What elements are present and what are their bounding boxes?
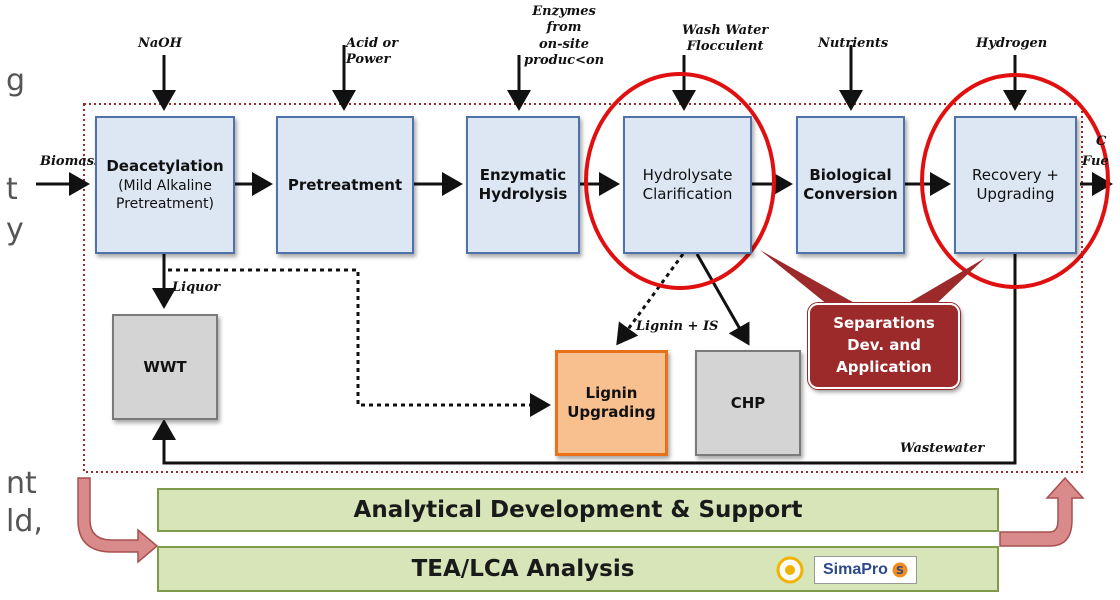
c-label: C: [1096, 134, 1107, 149]
enzymatic-hydrolysis-box[interactable]: Enzymatic Hydrolysis: [466, 116, 580, 254]
simapro-logo: SimaPro S: [776, 556, 917, 584]
hydrogen-label: Hydrogen: [976, 36, 1048, 51]
lignin-dotted-arrow: [616, 253, 685, 346]
deacetylation-line: (Mild Alkaline: [118, 177, 212, 194]
enzymes-label-line: produc<on: [524, 52, 605, 68]
biomass-label: Biomass: [40, 154, 102, 169]
side-text-fragment: y: [6, 212, 24, 247]
hydrolysis-line: Hydrolysis: [478, 185, 568, 203]
naoh-label: NaOH: [138, 36, 182, 51]
enzymes-label: Enzymes from on-site produc<on: [524, 4, 604, 69]
side-text-fragment: t: [6, 172, 18, 207]
enzymatic-line: Enzymatic: [479, 165, 567, 184]
nutrients-label: Nutrients: [818, 36, 889, 51]
biological-line: Biological: [809, 165, 892, 184]
liquor-label: Liquor: [172, 280, 221, 295]
hydrolysate-highlight-circle: [584, 72, 776, 290]
power-label-line: Power: [346, 52, 391, 68]
chp-arrow: [695, 253, 750, 346]
wash-water-label: Wash Water Flocculent: [682, 23, 768, 56]
callout-pointer: [905, 258, 985, 305]
chp-box[interactable]: CHP: [695, 350, 801, 456]
analytical-development-bar: Analytical Development & Support: [157, 488, 999, 532]
wastewater-return: [152, 254, 1017, 465]
recovery-upgrading-box[interactable]: Recovery + Upgrading: [954, 116, 1077, 254]
clarification-line: Clarification: [642, 185, 733, 203]
side-text-fragment: ld,: [6, 504, 43, 539]
deacetylation-box[interactable]: Deacetylation (Mild Alkaline Pretreatmen…: [95, 116, 235, 254]
lignin-line: Lignin: [585, 383, 638, 402]
left-curved-arrow: [77, 477, 159, 564]
simapro-label: SimaPro: [823, 561, 888, 578]
wastewater-label: Wastewater: [900, 441, 985, 456]
callout-line: Application: [836, 357, 932, 376]
enzymes-label-line: Enzymes: [532, 4, 596, 19]
lignin-is-label: Lignin + IS: [636, 319, 719, 334]
separations-callout: Separations Dev. and Application: [808, 303, 960, 389]
right-curved-arrow: [999, 476, 1085, 547]
hydrolysate-line: Hydrolysate: [642, 165, 733, 184]
lignin-upgrading-box[interactable]: Lignin Upgrading: [555, 350, 668, 456]
wwt-box[interactable]: WWT: [112, 314, 218, 420]
flocculent-line: Flocculent: [686, 39, 764, 55]
simapro-badge: SimaPro S: [814, 556, 917, 584]
deacetylation-line: Pretreatment): [116, 195, 214, 212]
callout-pointer: [760, 250, 858, 305]
enzymes-label-line: from: [546, 20, 582, 36]
recovery-highlight-circle: [920, 73, 1110, 289]
simapro-s-icon: S: [892, 562, 908, 578]
callout-line: Separations: [833, 314, 935, 333]
enzymes-label-line: on-site: [539, 36, 590, 52]
wash-water-line: Wash Water: [682, 23, 769, 38]
fuels-label: Fue: [1082, 154, 1109, 169]
callout-line: Dev. and: [847, 336, 921, 355]
svg-text:S: S: [896, 564, 904, 577]
liquor-dotted-path: [168, 268, 551, 417]
plant-boundary: [83, 103, 1083, 473]
acid-label-line: Acid or: [346, 36, 399, 51]
acid-power-label: Acid or Power: [346, 36, 398, 69]
side-text-fragment: nt: [6, 466, 37, 501]
upgrading-line: Upgrading: [976, 185, 1055, 203]
tea-lca-label: TEA/LCA Analysis: [411, 556, 635, 582]
recovery-line: Recovery +: [972, 165, 1059, 184]
side-text-fragment: g: [6, 63, 26, 98]
deacetylation-line: Deacetylation: [106, 157, 224, 176]
simapro-sun-icon: [776, 556, 804, 584]
hydrolysate-clarification-box[interactable]: Hydrolysate Clarification: [623, 116, 752, 254]
conversion-line: Conversion: [803, 185, 898, 203]
pretreatment-box[interactable]: Pretreatment: [276, 116, 414, 254]
biological-conversion-box[interactable]: Biological Conversion: [796, 116, 905, 254]
upgrading-line: Upgrading: [567, 403, 656, 421]
